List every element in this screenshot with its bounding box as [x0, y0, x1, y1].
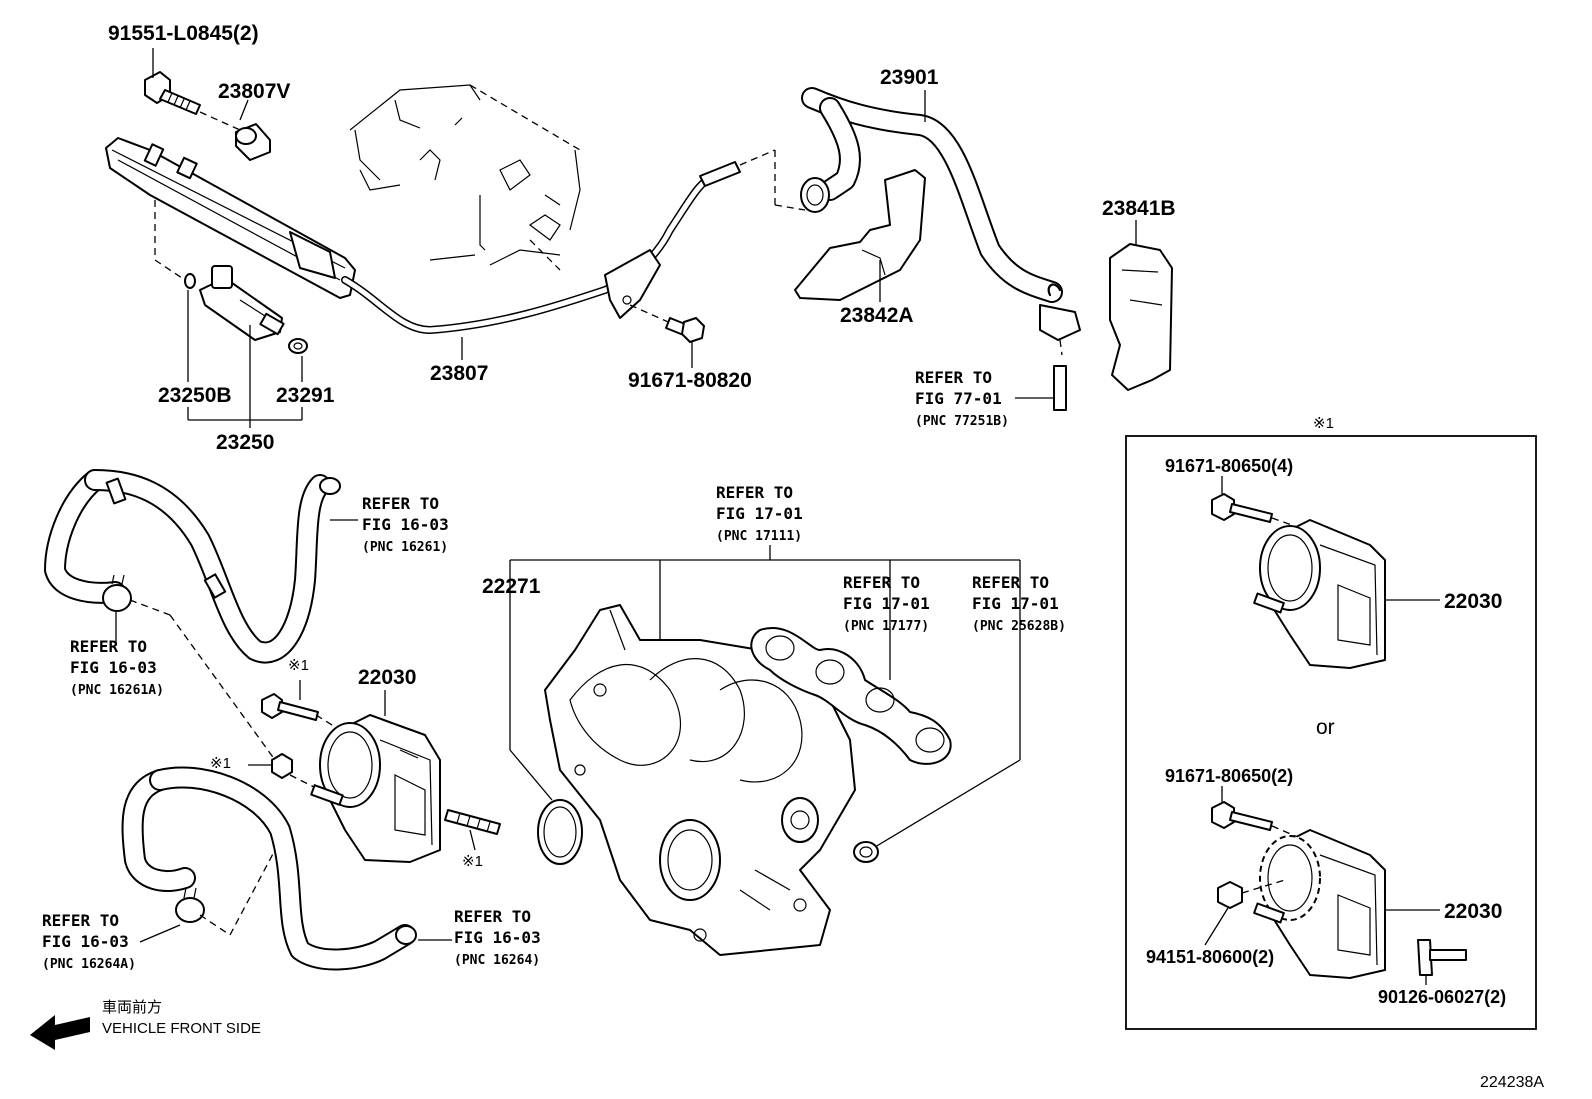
label-bolt-80650-4: 91671-80650(4) [1165, 456, 1293, 476]
svg-text:REFER TO: REFER TO [843, 573, 920, 592]
ref-fig-16-03-a[interactable]: REFER TO FIG 16-03 (PNC 16261) [362, 494, 449, 555]
throttle-body-alt2-icon [1253, 829, 1386, 979]
direction-english: VEHICLE FRONT SIDE [102, 1020, 261, 1037]
ref-fig-17-01-a[interactable]: REFER TO FIG 17-01 (PNC 17111) [716, 483, 803, 544]
alternative-box [1125, 435, 1537, 1030]
engine-block-icon [349, 84, 581, 266]
label-bolt-91551: 91551-L0845(2) [108, 22, 259, 45]
svg-text:REFER TO: REFER TO [70, 637, 147, 656]
intake-manifold-icon [544, 604, 856, 956]
svg-text:(PNC 17111): (PNC 17111) [716, 529, 802, 544]
label-bolt-80650-2: 91671-80650(2) [1165, 766, 1293, 786]
ref-fig-77-01[interactable]: REFER TO FIG 77-01 (PNC 77251B) [915, 368, 1009, 429]
stud-90126-icon [1417, 939, 1467, 976]
mark-box-header: ※1 [1313, 415, 1334, 432]
bolt-80650-4-icon [1211, 493, 1273, 523]
bolt-91551-icon [144, 71, 201, 115]
diagram-code: 224238A [1480, 1074, 1544, 1091]
svg-text:FIG 16-03: FIG 16-03 [70, 658, 157, 677]
injector-23250-icon [199, 265, 285, 341]
ref-fig-17-01-b[interactable]: REFER TO FIG 17-01 (PNC 17177) [843, 573, 930, 634]
bolt-mark1-icon [261, 693, 319, 721]
label-23250: 23250 [216, 431, 274, 454]
svg-text:FIG 17-01: FIG 17-01 [716, 504, 803, 523]
label-23807v: 23807V [218, 80, 290, 103]
water-hose-lower-icon [121, 766, 417, 971]
bracket-23842a-icon [794, 169, 926, 301]
label-23807: 23807 [430, 362, 488, 385]
svg-text:(PNC 77251B): (PNC 77251B) [915, 414, 1009, 429]
label-22030-main: 22030 [358, 666, 416, 689]
cover-23841b-icon [1109, 243, 1173, 391]
mark-stud: ※1 [462, 853, 483, 870]
fuel-pipe-23807-icon [341, 161, 741, 334]
svg-text:FIG 17-01: FIG 17-01 [843, 594, 930, 613]
ref-fig-16-03-d[interactable]: REFER TO FIG 16-03 (PNC 16264) [454, 907, 541, 968]
svg-text:(PNC 25628B): (PNC 25628B) [972, 619, 1066, 634]
direction-japanese: 車両前方 [102, 999, 162, 1016]
svg-text:FIG 16-03: FIG 16-03 [42, 932, 129, 951]
mark-bolt: ※1 [288, 657, 309, 674]
svg-text:FIG 16-03: FIG 16-03 [454, 928, 541, 947]
gasket-22271-icon [537, 799, 583, 865]
svg-text:REFER TO: REFER TO [42, 911, 119, 930]
small-gasket-icon [853, 841, 879, 863]
svg-text:(PNC 16264A): (PNC 16264A) [42, 957, 136, 972]
svg-text:(PNC 17177): (PNC 17177) [843, 619, 929, 634]
bolt-80650-2-icon [1211, 801, 1273, 831]
hose-clamp-lower-icon [175, 887, 205, 923]
pcv-stud-icon [1053, 365, 1067, 411]
water-hose-upper-icon [44, 469, 341, 664]
front-direction-arrow-icon [30, 1015, 90, 1050]
throttle-body-22030-icon [310, 714, 441, 863]
label-nut-94151: 94151-80600(2) [1146, 947, 1274, 967]
ref-fig-17-01-c[interactable]: REFER TO FIG 17-01 (PNC 25628B) [972, 573, 1066, 634]
throttle-body-alt1-icon [1253, 519, 1386, 669]
bolt-91671-80820-icon [665, 317, 705, 343]
label-23250b: 23250B [158, 384, 232, 407]
label-22030-alt1: 22030 [1444, 590, 1502, 613]
label-23841b: 23841B [1102, 197, 1176, 220]
svg-text:REFER TO: REFER TO [454, 907, 531, 926]
nut-mark1-icon [271, 753, 293, 779]
label-23901: 23901 [880, 66, 939, 89]
seal-23291-icon [288, 338, 308, 354]
svg-text:REFER TO: REFER TO [362, 494, 439, 513]
label-stud-90126: 90126-06027(2) [1378, 987, 1506, 1007]
svg-text:FIG 16-03: FIG 16-03 [362, 515, 449, 534]
label-22271: 22271 [482, 575, 541, 598]
o-ring-23250b-icon [184, 273, 196, 289]
ref-fig-16-03-c[interactable]: REFER TO FIG 16-03 (PNC 16264A) [42, 911, 136, 972]
ref-fig-16-03-b[interactable]: REFER TO FIG 16-03 (PNC 16261A) [70, 637, 164, 698]
or-separator: or [1316, 716, 1335, 739]
intake-gasket-icon [750, 627, 952, 765]
label-bolt-91671-80820: 91671-80820 [628, 369, 752, 392]
svg-text:FIG 77-01: FIG 77-01 [915, 389, 1002, 408]
label-23842a: 23842A [840, 304, 914, 327]
svg-text:REFER TO: REFER TO [915, 368, 992, 387]
label-22030-alt2: 22030 [1444, 900, 1502, 923]
fuel-rail-icon [105, 137, 356, 299]
svg-text:(PNC 16261): (PNC 16261) [362, 540, 448, 555]
hose-clamp-upper-icon [102, 574, 132, 612]
nut-94151-icon [1217, 881, 1243, 909]
svg-text:(PNC 16261A): (PNC 16261A) [70, 683, 164, 698]
svg-text:REFER TO: REFER TO [972, 573, 1049, 592]
label-23291: 23291 [276, 384, 335, 407]
svg-text:REFER TO: REFER TO [716, 483, 793, 502]
hose-23901-icon [800, 87, 1081, 341]
svg-text:FIG 17-01: FIG 17-01 [972, 594, 1059, 613]
stud-mark1-icon [444, 809, 501, 835]
svg-text:(PNC 16264): (PNC 16264) [454, 953, 540, 968]
collar-23807v-icon [235, 123, 271, 161]
mark-nut: ※1 [210, 755, 231, 772]
